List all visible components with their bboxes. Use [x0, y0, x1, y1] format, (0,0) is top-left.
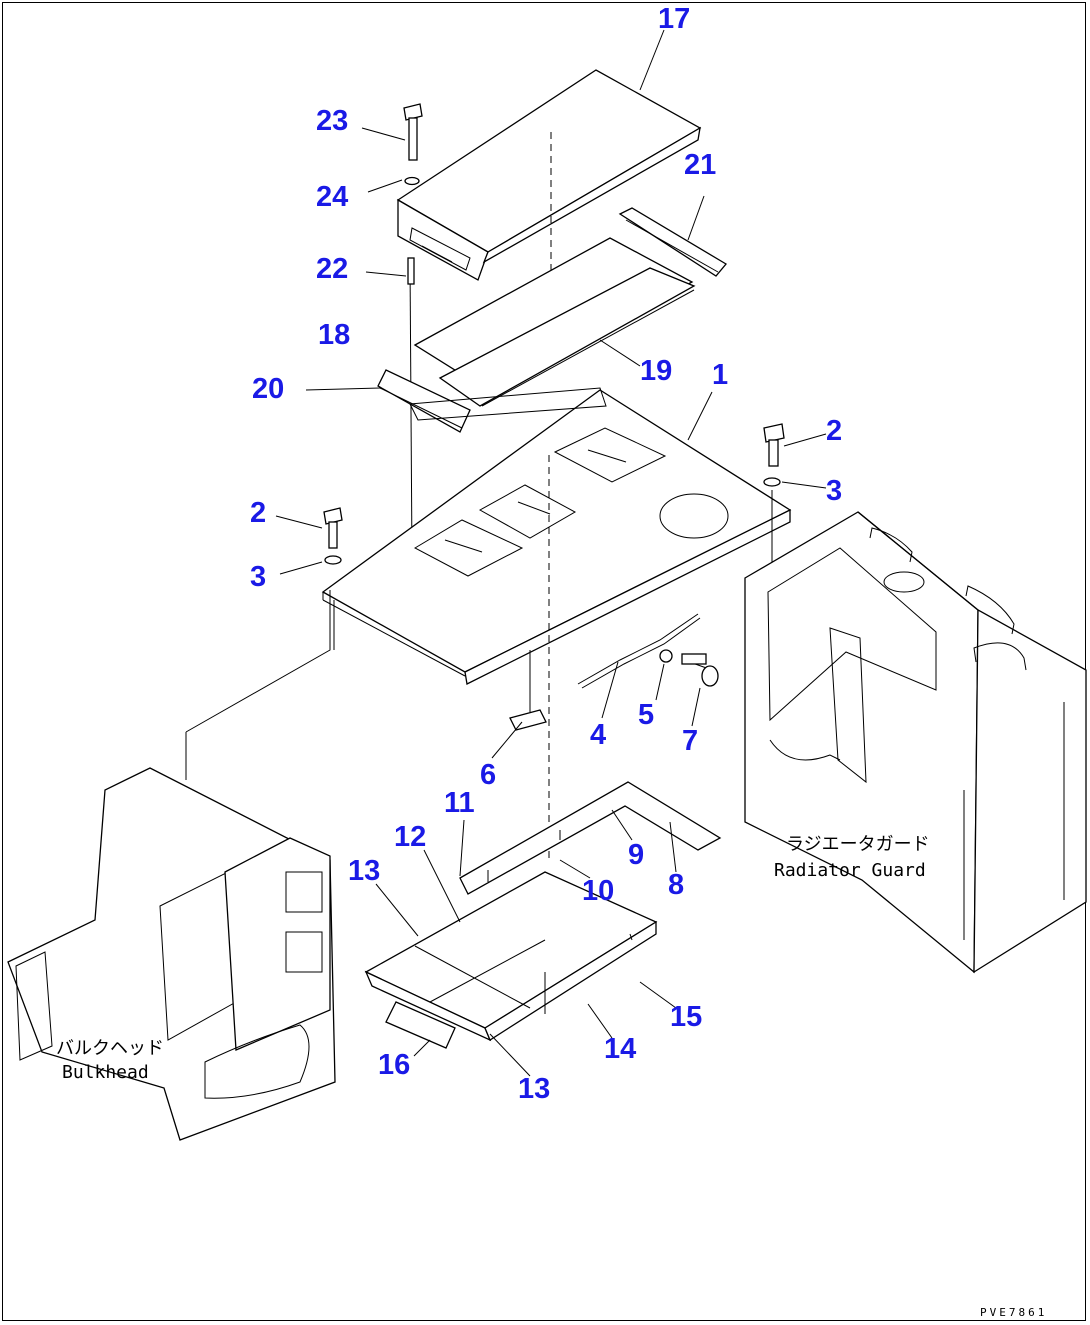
callout-18: 18: [318, 319, 350, 351]
callout-14: 14: [604, 1033, 636, 1065]
callout-17: 17: [658, 3, 690, 35]
bulkhead: [7, 590, 336, 1141]
part-17-top-cover: [396, 69, 702, 282]
callout-7: 7: [682, 725, 698, 757]
callout-22: 22: [316, 253, 348, 285]
part-6-bracket: [509, 650, 547, 731]
drawing-code: PVE7861: [980, 1306, 1047, 1319]
callout-21: 21: [684, 149, 716, 181]
radiator-guard-label-jp: ラジエータガード: [786, 834, 930, 855]
callout-2-left: 2: [250, 497, 266, 529]
callout-5: 5: [638, 699, 654, 731]
callout-15: 15: [670, 1001, 702, 1033]
callout-9: 9: [628, 839, 644, 871]
callout-3-left: 3: [250, 561, 266, 593]
part-20-block: [377, 369, 471, 433]
part-18-19-panels: [409, 237, 696, 561]
radiator-guard-label-en: Radiator Guard: [774, 860, 926, 881]
callout-12: 12: [394, 821, 426, 853]
parts-8-9-10-11-rails: [459, 781, 722, 895]
callout-20: 20: [252, 373, 284, 405]
callout-11: 11: [444, 787, 475, 819]
part-4-wire: [577, 613, 719, 689]
callout-16: 16: [378, 1049, 410, 1081]
callout-23: 23: [316, 105, 348, 137]
callout-8: 8: [668, 869, 684, 901]
bulkhead-label-jp: バルクヘッド: [56, 1038, 164, 1059]
part-1-deck-plate: [321, 387, 792, 860]
callout-6: 6: [480, 759, 496, 791]
callout-24: 24: [316, 181, 348, 213]
callout-19: 19: [640, 355, 672, 387]
callout-1: 1: [712, 359, 728, 391]
callout-3-right: 3: [826, 475, 842, 507]
callout-13-bottom: 13: [518, 1073, 550, 1105]
bolt-2-left: [323, 507, 343, 565]
radiator-guard: [744, 511, 1087, 974]
leader-lines: [275, 29, 827, 1077]
callout-numbers: 17 23 21 24 22 18 19 1 20 2 3 2 3 5 4 7 …: [250, 3, 842, 1105]
callout-13-top: 13: [348, 855, 380, 887]
bolt-23-24: [403, 103, 423, 285]
bulkhead-label-en: Bulkhead: [62, 1062, 149, 1083]
callout-10: 10: [582, 875, 614, 907]
callout-2-right: 2: [826, 415, 842, 447]
parts-12-16-floor-panels: [364, 871, 658, 1049]
part-labels: ラジエータガード Radiator Guard バルクヘッド Bulkhead …: [56, 834, 1047, 1319]
callout-4: 4: [590, 719, 606, 751]
part-21-strip: [618, 207, 727, 277]
